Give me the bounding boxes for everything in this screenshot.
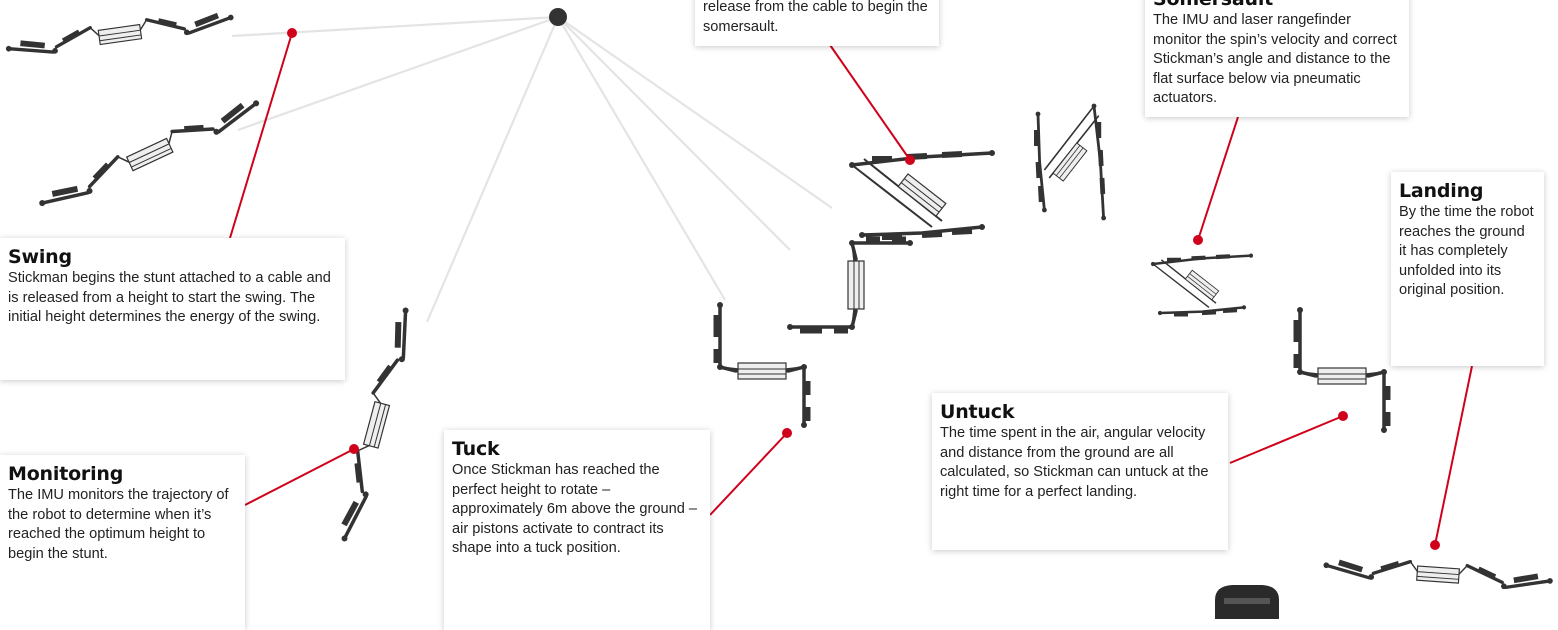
stickman-spin-2: [1036, 104, 1106, 221]
callout-somersault-text: The IMU and laser rangefinder monitor th…: [1153, 12, 1397, 107]
callout-untuck: Untuck The time spent in the air, angula…: [932, 393, 1228, 550]
callout-somersault-title: Somersault: [1153, 0, 1399, 10]
callout-release-text: release from the cable to begin the some…: [703, 0, 928, 35]
stickman-landing: [1323, 556, 1554, 593]
callout-landing-title: Landing: [1399, 180, 1484, 202]
callout-swing-text: Stickman begins the stunt attached to a …: [8, 270, 331, 326]
callout-tuck-text: Once Stickman has reached the perfect he…: [452, 462, 698, 557]
stickman-release: [787, 239, 913, 331]
robot-photo-partial: [1215, 585, 1279, 619]
stickman-somersault: [1151, 254, 1253, 316]
stickman-spin-1: [849, 150, 995, 238]
callout-untuck-text: The time spent in the air, angular veloc…: [940, 425, 1209, 500]
callout-tuck-title: Tuck: [452, 438, 500, 460]
leader-lines: [229, 32, 1473, 546]
callout-release: release from the cable to begin the some…: [695, 0, 939, 46]
callout-landing: Landing By the time the robot reaches th…: [1391, 172, 1544, 366]
leader-dots: [287, 28, 1440, 550]
cable-pivot: [549, 8, 567, 26]
callout-untuck-title: Untuck: [940, 401, 1015, 423]
swing-cables: [231, 15, 833, 323]
stickman-monitoring: [334, 305, 418, 544]
callout-landing-text: By the time the robot reaches the ground…: [1399, 204, 1534, 299]
callout-monitoring: Monitoring The IMU monitors the trajecto…: [0, 455, 245, 630]
callout-monitoring-text: The IMU monitors the trajectory of the r…: [8, 487, 229, 562]
callout-swing: Swing Stickman begins the stunt attached…: [0, 238, 345, 380]
callout-tuck: Tuck Once Stickman has reached the perfe…: [444, 430, 710, 630]
stickman-tuck: [716, 302, 808, 428]
stickman-swing-2: [35, 93, 264, 215]
callout-monitoring-title: Monitoring: [8, 463, 124, 485]
callout-swing-title: Swing: [8, 246, 72, 268]
stickman-swing-1: [5, 8, 236, 61]
callout-somersault: Somersault The IMU and laser rangefinder…: [1145, 0, 1409, 117]
